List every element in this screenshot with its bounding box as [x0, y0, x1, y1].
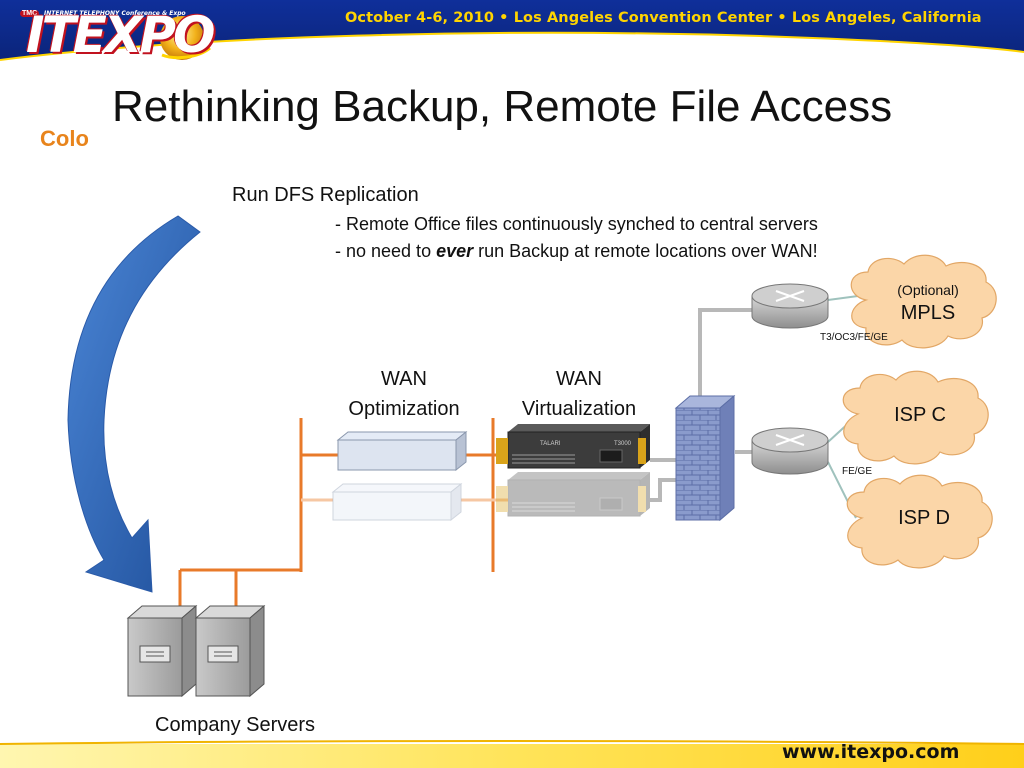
server-icon-1	[126, 604, 198, 698]
section-label-colo: Colo	[40, 126, 89, 151]
company-servers-label: Company Servers	[155, 714, 316, 736]
router-icon-top	[751, 283, 829, 329]
footer-bar	[0, 740, 1024, 768]
itexpo-logo: ITEXPO	[26, 6, 216, 64]
logo-tagline: INTERNET TELEPHONY Conference & Expo	[44, 10, 186, 17]
firewall-icon	[674, 394, 736, 522]
bullet-remote-office: - Remote Office files continuously synch…	[335, 214, 818, 234]
slide-title: Rethinking Backup, Remote File Access	[112, 82, 893, 131]
footer-url: www.itexpo.com	[782, 741, 960, 763]
bullet-text-start: - no need to	[335, 241, 437, 261]
router-icon-bottom	[751, 427, 829, 475]
emphasis-ever: ever	[436, 241, 474, 261]
wan-virtualizer-2	[496, 472, 650, 517]
isp-c-cloud	[842, 370, 989, 465]
wan-virtualization-label: WAN Virtualization	[506, 364, 652, 424]
appliance-brand-1: TALARI	[540, 441, 561, 447]
appliance-model-1: T3000	[614, 441, 632, 447]
isp-d-label: ISP D	[898, 507, 950, 529]
wan-virtualization-line-2: Virtualization	[521, 398, 637, 420]
globe-icon	[160, 16, 204, 60]
wan-optimization-line-2: Optimization	[348, 398, 460, 420]
mpls-cloud	[850, 254, 997, 349]
bullet-no-backup: - no need to ever run Backup at remote l…	[335, 241, 818, 262]
event-info: October 4-6, 2010 • Los Angeles Conventi…	[345, 10, 982, 26]
top-link-label: T3/OC3/FE/GE	[820, 332, 888, 343]
tmc-badge: TMC	[20, 10, 40, 17]
dfs-heading: Run DFS Replication	[232, 184, 419, 206]
wan-optimizer-2	[331, 482, 463, 522]
mpls-label: MPLS	[900, 302, 956, 324]
wan-optimization-label: WAN Optimization	[336, 364, 472, 424]
replication-arrow	[67, 215, 201, 593]
server-icon-2	[194, 604, 266, 698]
bullet-text-end: run Backup at remote locations over WAN!	[473, 241, 818, 261]
isp-c-label: ISP C	[894, 404, 946, 426]
header-banner	[0, 0, 1024, 80]
wan-optimization-line-1: WAN	[381, 368, 427, 390]
wan-virtualizer-1	[496, 424, 650, 469]
wan-virtualization-line-1: WAN	[556, 368, 602, 390]
mpls-optional-label: (Optional)	[897, 282, 959, 298]
wan-optimizer-1	[336, 430, 468, 472]
isp-d-cloud	[846, 474, 993, 569]
bottom-link-label: FE/GE	[842, 466, 873, 477]
